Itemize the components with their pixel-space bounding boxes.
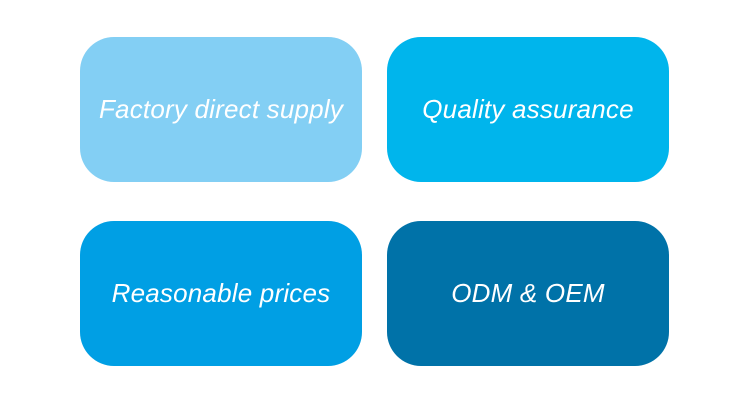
feature-tile-odm-oem: ODM & OEM [387, 221, 669, 366]
feature-tile-quality-assurance: Quality assurance [387, 37, 669, 182]
feature-label: Quality assurance [422, 94, 634, 124]
feature-tile-reasonable-prices: Reasonable prices [80, 221, 362, 366]
feature-label: Factory direct supply [98, 94, 344, 124]
feature-tile-factory-direct-supply: Factory direct supply [80, 37, 362, 182]
feature-label: Reasonable prices [111, 278, 331, 308]
feature-label: ODM & OEM [451, 278, 605, 308]
